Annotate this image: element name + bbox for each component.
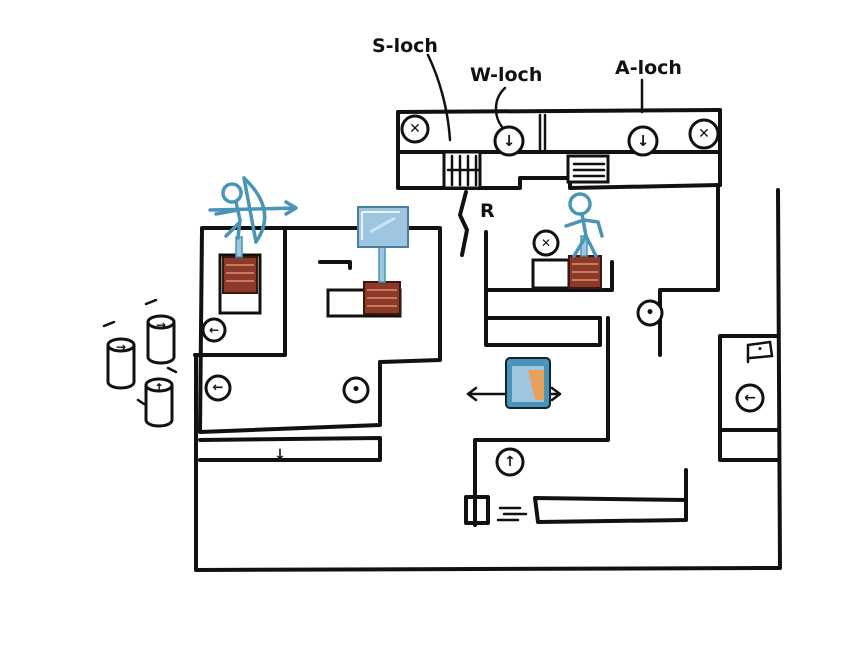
s-lock-pointer <box>426 53 452 142</box>
dot-switch-right[interactable]: • <box>636 299 664 327</box>
barrel-3: ↑ <box>144 377 174 428</box>
down-switch-a-lock[interactable]: ↓ <box>627 125 659 157</box>
goal-flag: • <box>746 340 774 364</box>
left-arrow-switch-1[interactable]: ← <box>201 317 227 343</box>
spring-box-right <box>568 235 602 289</box>
w-lock-pointer <box>494 86 507 132</box>
arrow-up-icon: ↑ <box>154 381 164 395</box>
close-icon: ✕ <box>698 126 710 142</box>
up-arrow-switch[interactable]: ↑ <box>495 447 525 477</box>
dot-icon: • <box>646 305 655 321</box>
arrow-right-icon: → <box>156 318 166 332</box>
spring-box-middle <box>363 245 401 315</box>
close-icon: ✕ <box>409 121 421 137</box>
arrow-down-icon: ↓ <box>503 132 516 150</box>
barrel-1: → <box>106 337 136 390</box>
close-switch-right[interactable]: ✕ <box>688 118 720 150</box>
arrow-right-icon: → <box>116 340 126 354</box>
left-arrow-exit-switch[interactable]: ← <box>735 383 765 413</box>
arrow-left-icon: ← <box>744 390 756 406</box>
arrow-down-icon: ↓ <box>274 447 286 463</box>
dot-switch-left-room[interactable]: • <box>342 376 370 404</box>
arrow-left-icon: ← <box>213 381 224 396</box>
w-lock-label: W-loch <box>470 64 542 86</box>
barrel-group: → → ↑ <box>102 298 178 428</box>
motion-lines <box>496 506 528 522</box>
arrow-down-icon: ↓ <box>637 132 650 150</box>
right-room-walls <box>718 334 780 462</box>
middle-room-walls <box>464 230 688 527</box>
left-arrow-switch-2[interactable]: ← <box>204 374 232 402</box>
r-label: R <box>480 200 495 222</box>
archer-character-icon <box>208 176 298 244</box>
debris-drip <box>458 190 469 257</box>
barrel-2: → <box>146 314 176 365</box>
spring-box-left <box>222 236 258 294</box>
a-lock-gate <box>566 154 610 184</box>
stick-figure-icon <box>564 192 604 258</box>
close-switch-middle[interactable]: ✕ <box>532 229 560 257</box>
outer-walls <box>194 183 782 572</box>
s-lock-gate <box>442 150 482 190</box>
close-icon: ✕ <box>541 236 551 250</box>
down-switch-w-lock[interactable]: ↓ <box>493 125 525 157</box>
s-lock-label: S-loch <box>372 35 438 57</box>
close-switch-left[interactable]: ✕ <box>400 114 430 144</box>
a-lock-label: A-loch <box>615 57 682 79</box>
crystal-block-icon <box>466 357 562 409</box>
ice-block-icon <box>357 206 409 248</box>
arrow-up-icon: ↑ <box>504 454 516 470</box>
dot-icon: • <box>352 382 361 398</box>
arrow-left-icon: ← <box>209 323 219 337</box>
flag-icon: • <box>757 345 763 355</box>
